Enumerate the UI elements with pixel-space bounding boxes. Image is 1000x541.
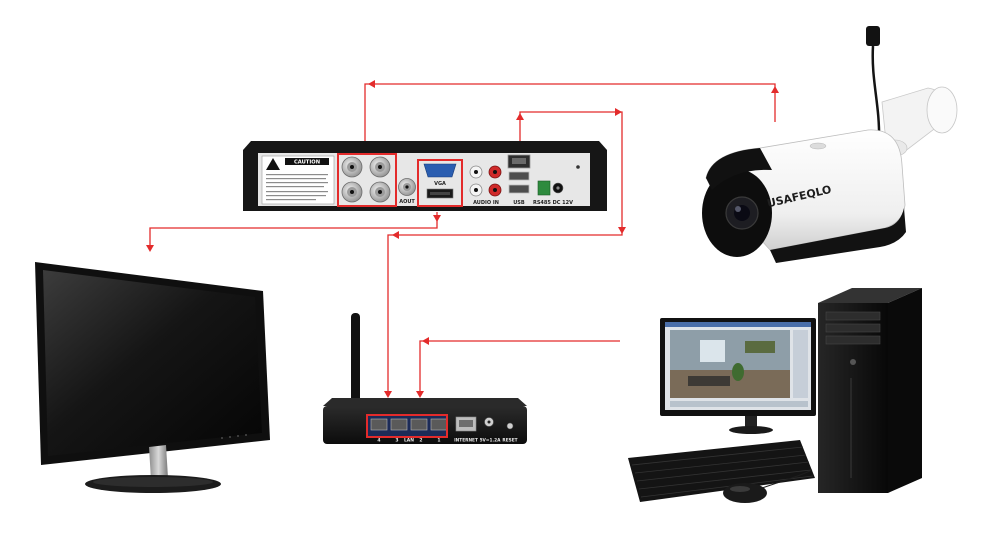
vga-label: VGA xyxy=(434,181,446,187)
arrowhead-up xyxy=(771,86,779,93)
camera-cable xyxy=(871,45,881,141)
wifi-antenna-icon xyxy=(866,26,880,46)
connection-line-camera-to-dvr xyxy=(364,83,776,146)
arrowhead-left xyxy=(368,80,375,88)
aout-label: AOUT xyxy=(399,199,415,205)
bnc-highlight-box xyxy=(337,153,397,207)
power-ports: RS485 DC 12V xyxy=(533,165,580,206)
audio-in-ports: AUDIO IN xyxy=(469,165,502,206)
drive-bay xyxy=(825,335,881,345)
bnc-connector xyxy=(369,156,391,178)
bullet-camera: USAFEQLO xyxy=(702,26,958,263)
lan-port xyxy=(370,418,388,431)
router-power-label: 5V=1.2A xyxy=(480,438,502,444)
lan-port-number: 2 xyxy=(419,438,422,444)
camera-feed-view xyxy=(670,330,790,398)
router-reset-button: RESET xyxy=(502,422,518,444)
bnc-connector xyxy=(369,181,391,203)
arrowhead-left xyxy=(422,337,429,345)
rca-jack xyxy=(469,165,483,179)
software-side-panel xyxy=(793,330,808,398)
router-lan-ports: 4 3 LAN 2 1 xyxy=(366,414,448,444)
software-bottom-bar xyxy=(670,401,808,407)
audio-in-label: AUDIO IN xyxy=(473,200,499,206)
camera-wall-plate xyxy=(926,86,958,134)
arrowhead-down xyxy=(618,227,626,234)
lan-label: LAN xyxy=(404,438,414,444)
caution-label: CAUTION xyxy=(294,160,320,166)
monitor-stand-neck xyxy=(149,445,168,480)
dvr-recorder: CAUTION xyxy=(243,141,607,211)
desktop-pc xyxy=(628,288,922,503)
mouse xyxy=(723,469,813,503)
camera-underside xyxy=(770,208,906,263)
rca-jack xyxy=(488,183,502,197)
router-top xyxy=(323,398,527,406)
lan-port xyxy=(390,418,408,431)
connection-line-vga-to-monitor xyxy=(149,212,438,249)
usb-port xyxy=(508,171,530,181)
connection-line-pc-to-router xyxy=(419,340,620,395)
pc-monitor xyxy=(660,318,816,434)
arrowhead-down xyxy=(433,215,441,222)
arrowhead-down xyxy=(146,245,154,252)
caution-fine-print xyxy=(266,174,328,201)
lan-port-number: 3 xyxy=(395,438,398,444)
caution-sticker: CAUTION xyxy=(261,155,335,205)
router-antenna xyxy=(351,313,360,405)
monitor-screen xyxy=(43,270,262,456)
keyboard xyxy=(628,440,815,502)
bnc-connector xyxy=(341,156,363,178)
arrowhead-down xyxy=(416,391,424,398)
rs485-terminal xyxy=(537,180,551,196)
monitor-buttons xyxy=(221,434,247,439)
rca-jack xyxy=(488,165,502,179)
bnc-connector xyxy=(341,181,363,203)
arrowhead-up xyxy=(516,113,524,120)
lan-port-number: 4 xyxy=(377,438,380,444)
lan-port-number: 1 xyxy=(437,438,440,444)
router-internet-port: INTERNET xyxy=(454,416,478,444)
vga-monitor xyxy=(35,262,270,493)
arrowhead-right xyxy=(615,108,622,116)
camera-top-sensor xyxy=(809,142,827,150)
usb-label: USB xyxy=(513,200,525,206)
power-label: RS485 DC 12V xyxy=(533,200,573,206)
rca-jack xyxy=(469,183,483,197)
arrowhead-down xyxy=(384,391,392,398)
internet-label: INTERNET xyxy=(454,438,478,444)
lan-highlight-box xyxy=(366,414,448,438)
caution-triangle-icon xyxy=(266,158,280,170)
lan-port xyxy=(430,418,448,431)
connection-lines xyxy=(146,80,779,398)
reset-label: RESET xyxy=(502,438,517,444)
wireless-router: 4 3 LAN 2 1 INTERNET 5V=1.2A RESET xyxy=(323,313,527,444)
pc-tower xyxy=(818,288,922,493)
vga-port xyxy=(423,163,457,178)
router-power-jack: 5V=1.2A xyxy=(480,417,502,444)
audio-out-port: AOUT xyxy=(398,178,416,205)
video-output-highlight-box xyxy=(417,159,463,207)
power-button xyxy=(850,359,856,365)
usb-port xyxy=(508,184,530,194)
drive-bay xyxy=(825,323,881,333)
drive-bay xyxy=(825,311,881,321)
lan-port xyxy=(410,418,428,431)
arrowhead-left xyxy=(392,231,399,239)
bnc-video-inputs xyxy=(337,153,397,207)
video-output-ports: VGA xyxy=(417,159,463,207)
network-usb-ports: USB xyxy=(507,154,531,206)
